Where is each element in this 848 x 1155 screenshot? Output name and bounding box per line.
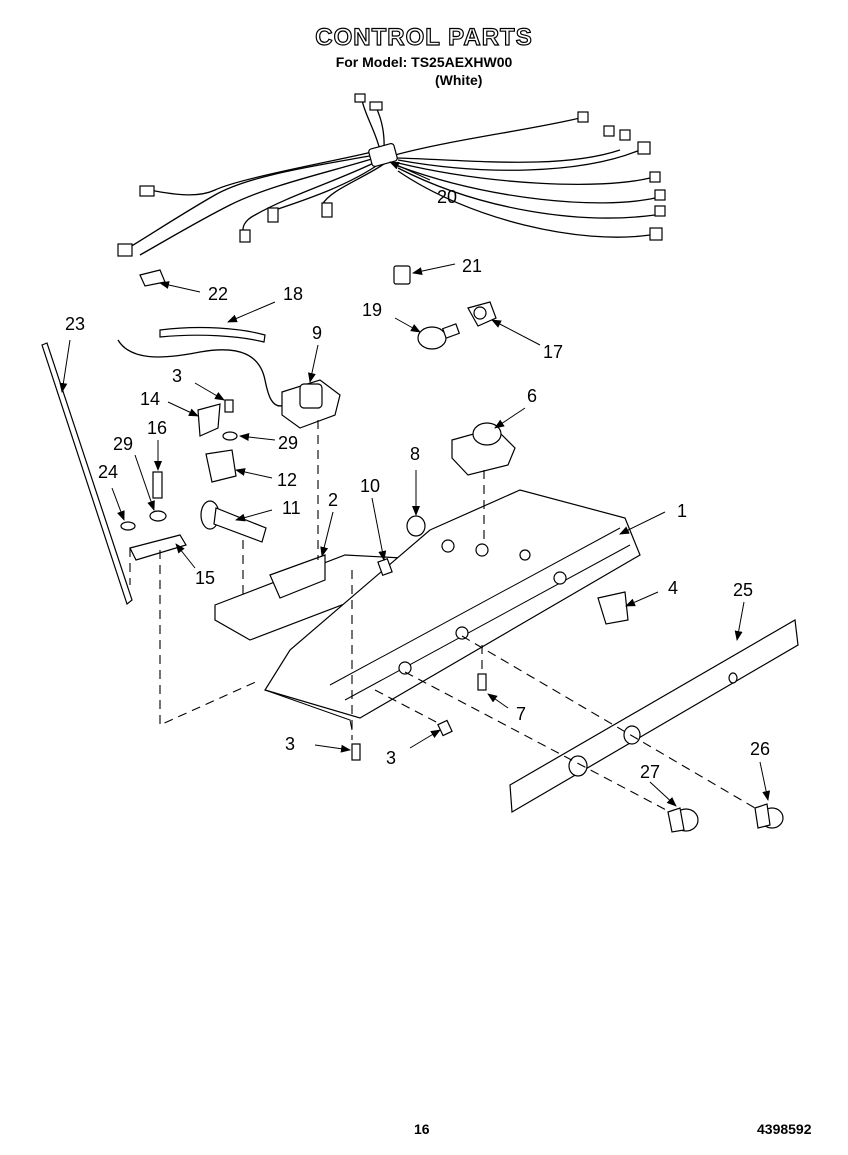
diagram-title: CONTROL PARTS: [315, 23, 533, 51]
color-line: (White): [435, 72, 483, 88]
screw-3-bottom-left: [351, 743, 361, 761]
knob-27: [667, 807, 699, 833]
wire-harness: [117, 93, 666, 257]
knob-26: [754, 803, 784, 829]
capillary-line: [117, 339, 286, 407]
leader-lines: [59, 161, 771, 807]
screw-3-bottom-right: [437, 719, 453, 737]
callout-10: 10: [360, 476, 380, 496]
washer-29-left: [149, 510, 167, 522]
clip-21: [393, 265, 411, 285]
socket-17: [467, 301, 497, 327]
callout-19: 19: [362, 300, 382, 320]
callout-6: 6: [527, 386, 537, 406]
callout-21: 21: [462, 256, 482, 276]
callout-20: 20: [437, 187, 457, 207]
callout-25: 25: [733, 580, 753, 600]
grommet-8: [406, 515, 426, 537]
callout-3-bottom-right: 3: [386, 748, 396, 768]
callout-18: 18: [283, 284, 303, 304]
callout-27: 27: [640, 762, 660, 782]
callout-16: 16: [147, 418, 167, 438]
callout-22: 22: [208, 284, 228, 304]
callout-17: 17: [543, 342, 563, 362]
model-line: For Model: TS25AEXHW00: [335, 54, 513, 70]
callout-26: 26: [750, 739, 770, 759]
callout-1: 1: [677, 501, 687, 521]
callout-15: 15: [195, 568, 215, 588]
bracket-12: [205, 449, 237, 483]
control-9: [281, 379, 341, 429]
callout-2: 2: [328, 490, 338, 510]
screw-7: [477, 673, 487, 691]
assembly-lines: [129, 420, 756, 813]
callout-7: 7: [516, 704, 526, 724]
tube-18: [159, 326, 266, 343]
document-number: 4398592: [757, 1121, 812, 1137]
callout-23: 23: [65, 314, 85, 334]
washer-29-right: [222, 431, 238, 441]
screw-16: [152, 471, 163, 499]
callout-3-top: 3: [172, 366, 182, 386]
bracket-14: [197, 403, 221, 437]
rod-23: [41, 342, 133, 606]
panel-25: [509, 619, 799, 814]
callout-4: 4: [668, 578, 678, 598]
callout-3-bottom-left: 3: [285, 734, 295, 754]
callout-29-left: 29: [113, 434, 133, 454]
screw-3-top: [224, 399, 234, 413]
callout-12: 12: [277, 470, 297, 490]
bracket-15: [129, 534, 187, 561]
timer-6: [451, 422, 516, 476]
callout-8: 8: [410, 444, 420, 464]
callout-14: 14: [140, 389, 160, 409]
callout-11: 11: [282, 498, 301, 518]
page-number: 16: [414, 1121, 430, 1137]
callout-labels: 20 21 22 18 19 17 23 9 3 14 29 6 16 29 8…: [65, 187, 770, 782]
washer-24: [120, 521, 136, 531]
knob-shaft-11: [200, 500, 267, 543]
callout-9: 9: [312, 323, 322, 343]
housing-1: [264, 489, 641, 731]
callout-24: 24: [98, 462, 118, 482]
bulb-19: [417, 323, 461, 350]
callout-29-right: 29: [278, 433, 298, 453]
switch-4: [597, 591, 629, 625]
